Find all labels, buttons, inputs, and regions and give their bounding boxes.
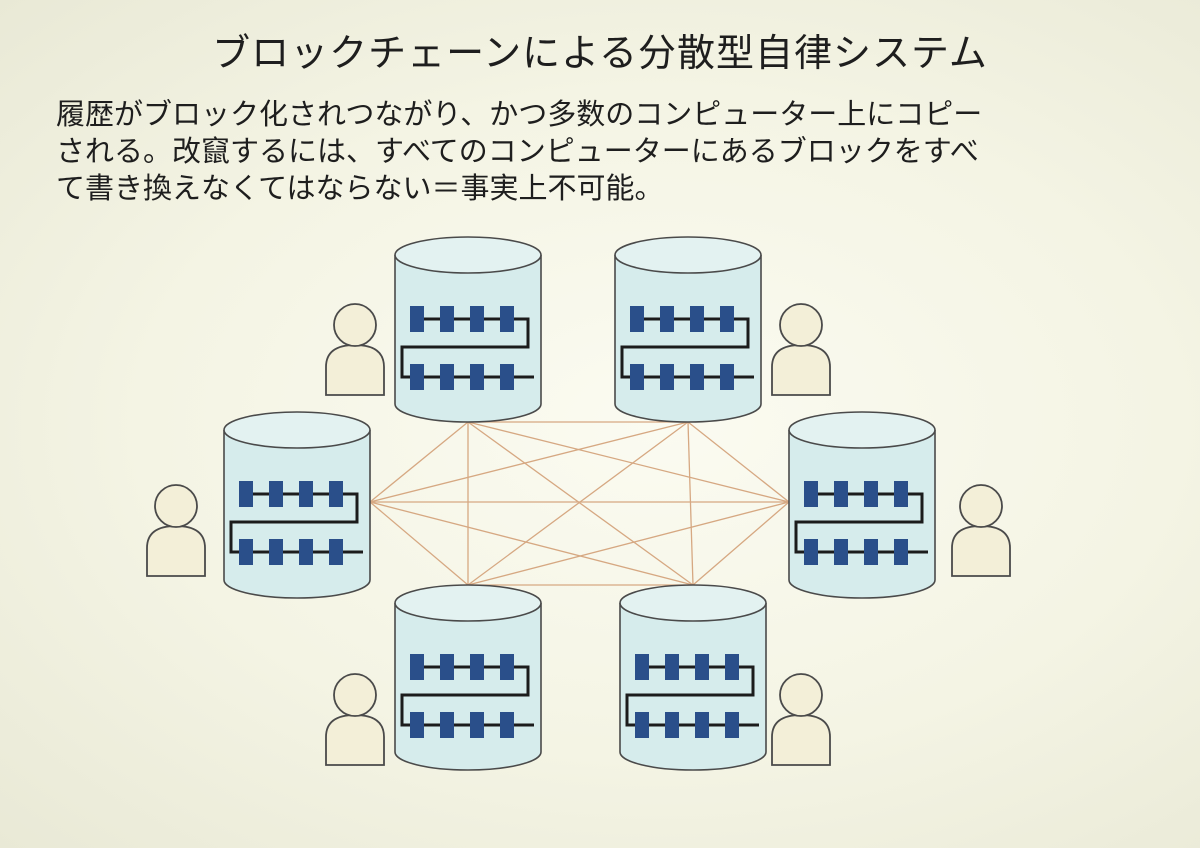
block [894,481,908,507]
block [500,654,514,680]
database-icon [394,584,542,771]
connection-line [687,421,790,503]
block [440,712,454,738]
node-top-right [614,236,831,423]
database-icon [223,411,371,599]
user-icon [771,303,831,396]
database-icon [619,584,767,771]
block [470,654,484,680]
connection-line [692,501,790,586]
block-chain-icon [625,654,759,738]
node-middle-left [146,411,371,599]
connection-line [369,421,469,503]
description-line-3: て書き換えなくてはならない＝事実上不可能。 [56,171,664,205]
block [660,306,674,332]
block [864,481,878,507]
network-connections [369,421,790,586]
block [804,539,818,565]
block [834,539,848,565]
block-chain-icon [229,481,363,565]
connection-line [467,421,694,586]
block-chain-icon [400,306,534,390]
connection-line [369,501,469,586]
block [299,481,313,507]
block [894,539,908,565]
database-icon [788,411,936,599]
user-icon [771,673,831,766]
connection-line [467,421,790,503]
user-icon [325,303,385,396]
block [660,364,674,390]
block [440,364,454,390]
database-icon [614,236,762,423]
block [804,481,818,507]
node-bottom-left [325,584,542,771]
block-chain-icon [794,481,928,565]
connection-line [687,421,694,586]
block [500,306,514,332]
block [440,654,454,680]
connection-line [369,421,689,503]
user-icon [951,484,1011,577]
block [470,306,484,332]
description-line-2: される。改竄するには、すべてのコンピューターにあるブロックをすべ [56,134,979,168]
block [725,654,739,680]
block [239,481,253,507]
block [410,654,424,680]
connection-line [467,501,790,586]
block [500,364,514,390]
network-nodes [146,236,1011,771]
block [695,712,709,738]
block [695,654,709,680]
block [635,712,649,738]
block [690,306,704,332]
block-chain-icon [620,306,754,390]
block [720,364,734,390]
slide-title: ブロックチェーンによる分散型自律システム [212,31,988,75]
block [630,364,644,390]
block [864,539,878,565]
node-middle-right [788,411,1011,599]
block [470,712,484,738]
block [239,539,253,565]
block [665,712,679,738]
block [720,306,734,332]
connection-line [369,501,694,586]
block [470,364,484,390]
block [834,481,848,507]
block [299,539,313,565]
slide-description: 履歴がブロック化されつながり、かつ多数のコンピューター上にコピー される。改竄す… [56,96,1156,207]
user-icon [325,673,385,766]
user-icon [146,484,206,577]
block [269,481,283,507]
block [725,712,739,738]
block [630,306,644,332]
block [269,539,283,565]
block [410,306,424,332]
node-bottom-right [619,584,831,771]
connection-line [467,421,689,586]
block [690,364,704,390]
block [635,654,649,680]
node-top-left [325,236,542,423]
description-line-1: 履歴がブロック化されつながり、かつ多数のコンピューター上にコピー [56,97,983,131]
block [440,306,454,332]
block [329,481,343,507]
block [410,364,424,390]
block [329,539,343,565]
database-icon [394,236,542,423]
block [665,654,679,680]
block-chain-icon [400,654,534,738]
block [410,712,424,738]
block [500,712,514,738]
